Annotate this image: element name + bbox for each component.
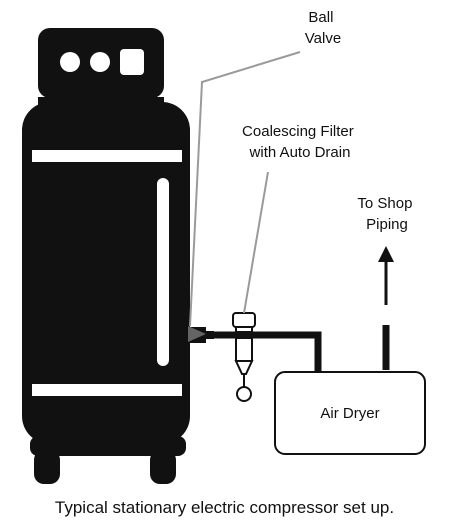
leader-lines <box>189 51 301 327</box>
auto-drain <box>236 386 252 402</box>
tank-band-bottom <box>32 384 182 396</box>
shop-piping-arrow <box>378 246 394 305</box>
gauge-dial-middle <box>90 52 110 72</box>
air-dryer-label: Air Dryer <box>320 405 379 422</box>
ball-valve-leader <box>189 51 301 327</box>
wheel-right <box>150 450 176 484</box>
tank-band-top <box>32 150 182 162</box>
ball-valve <box>186 326 214 343</box>
filter-label: Coalescing Filter with Auto Drain <box>242 123 358 161</box>
compressor-wheel-base <box>30 436 186 484</box>
compressor-tank <box>22 102 190 444</box>
tank-handle <box>157 178 169 366</box>
wheel-left <box>34 450 60 484</box>
shop-piping-label: To Shop Piping <box>357 195 416 233</box>
air-dryer-box <box>274 371 426 455</box>
gauge-dial-left <box>60 52 80 72</box>
ball-valve-label: Ball Valve <box>305 9 341 47</box>
control-switch <box>120 49 144 75</box>
compressor-control-head <box>38 28 164 98</box>
piping <box>212 325 390 376</box>
diagram-caption: Typical stationary electric compressor s… <box>54 498 395 517</box>
pipe-filter-to-dryer <box>252 331 322 376</box>
filter-leader <box>243 171 269 314</box>
compressor-neck <box>38 97 164 105</box>
coalescing-filter <box>232 312 256 402</box>
